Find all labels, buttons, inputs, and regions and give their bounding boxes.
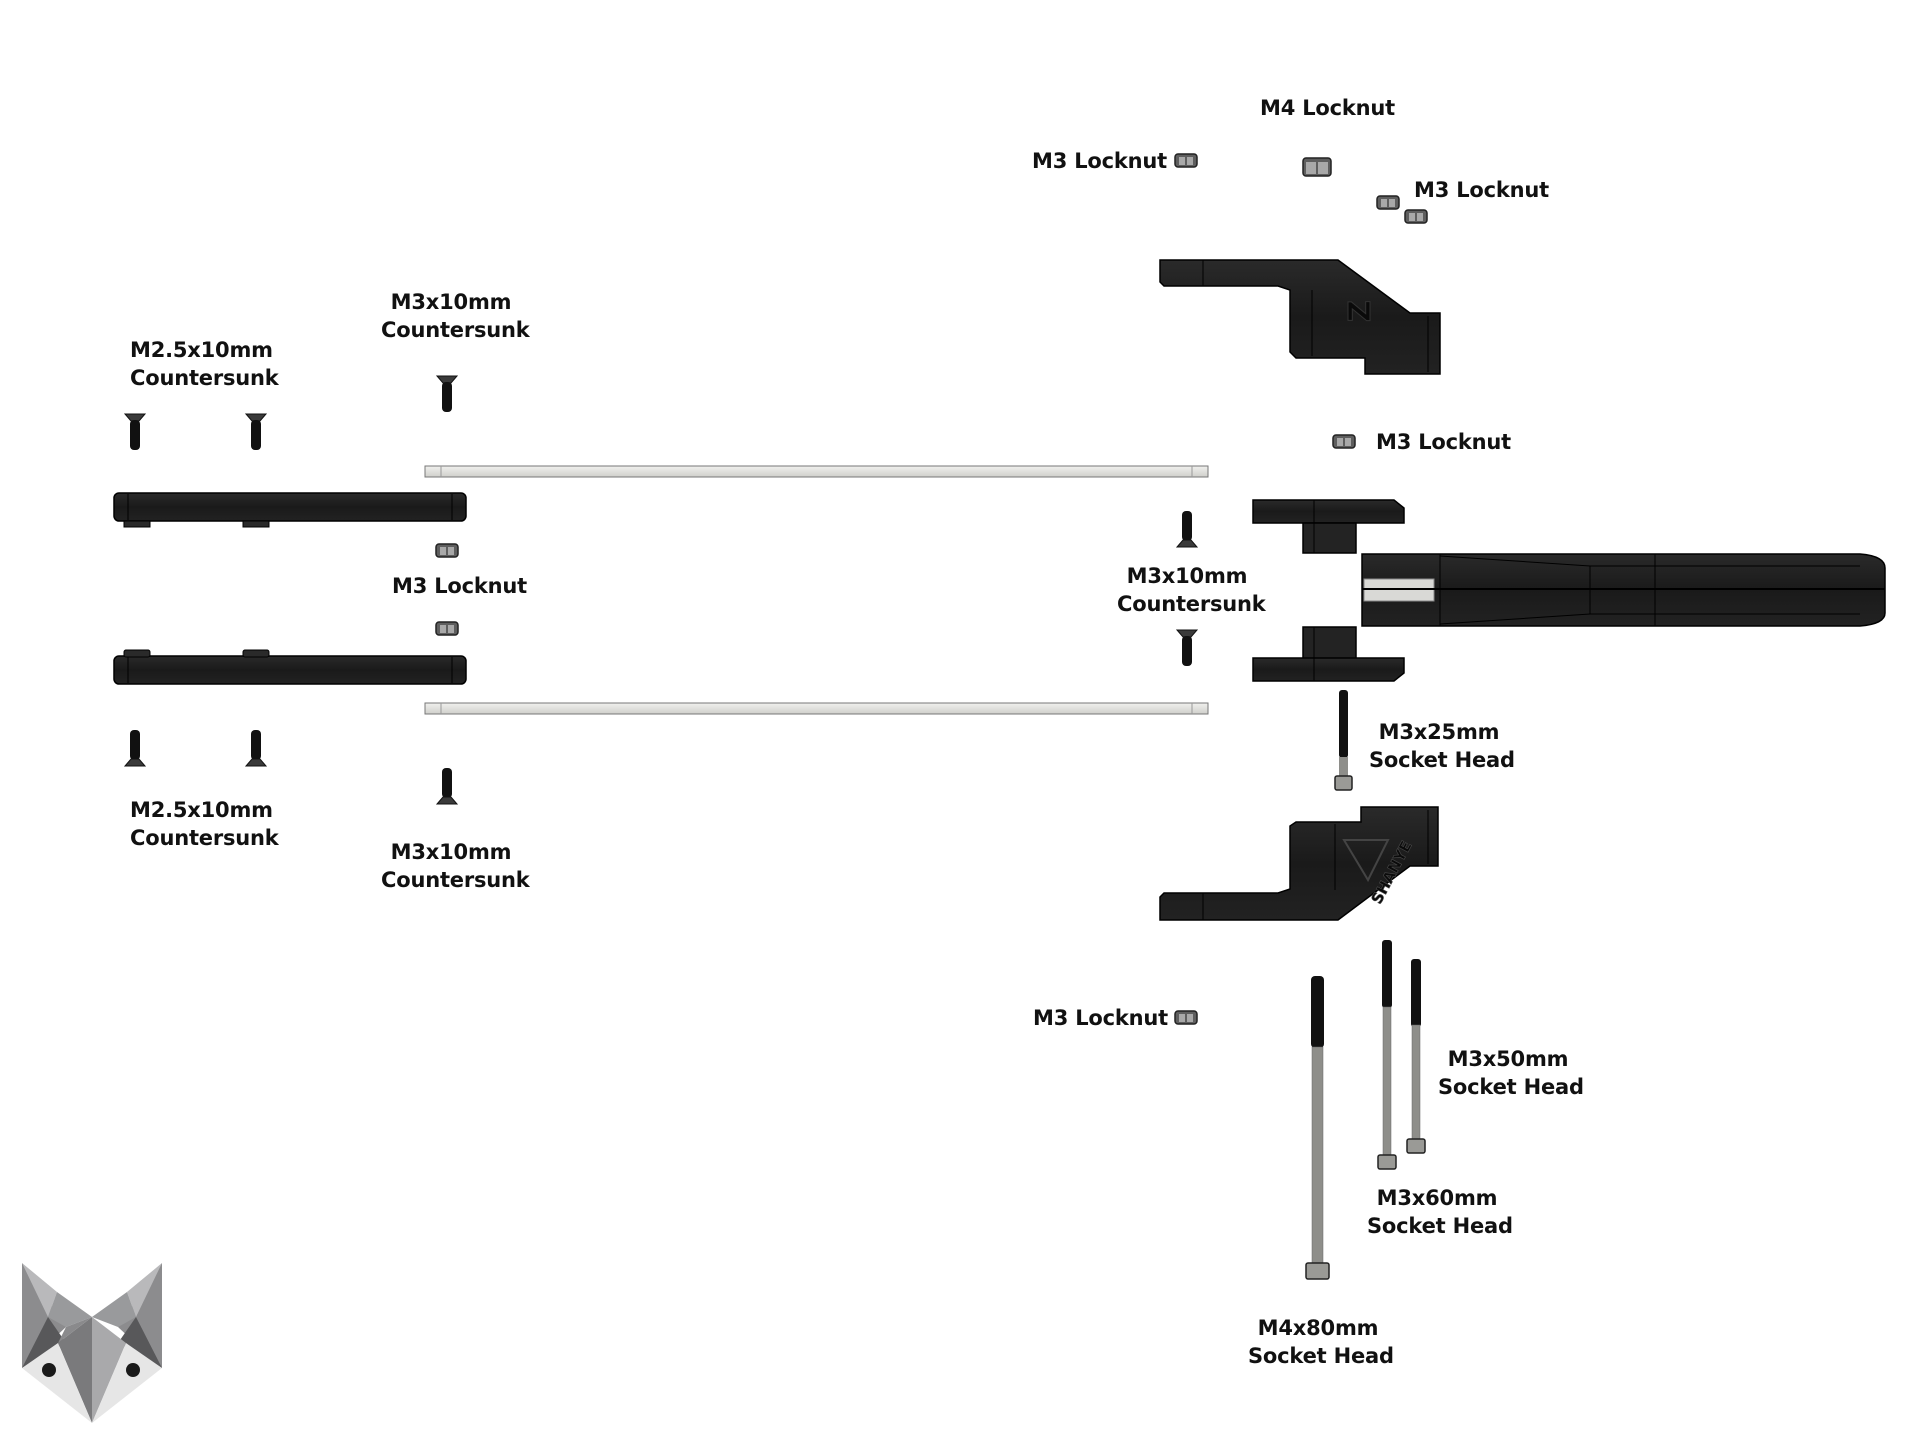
label-m3x60-line2: Socket Head — [1367, 1214, 1513, 1238]
upper-clip: Z — [1159, 259, 1441, 375]
label-m4x80-line2: Socket Head — [1248, 1344, 1394, 1368]
upper-clip-engraving: Z — [1343, 300, 1378, 322]
label-m3x60: M3x60mm Socket Head — [1367, 1184, 1513, 1240]
fox-eye-right — [126, 1363, 140, 1377]
label-m25-bottom-line1: M2.5x10mm — [130, 798, 273, 822]
m3x10-screw-bottom-left — [436, 767, 458, 805]
label-m3x10-bottom: M3x10mm Countersunk — [381, 838, 530, 894]
m3-locknut-top-left — [1174, 153, 1198, 168]
label-m4x80-line1: M4x80mm — [1257, 1316, 1379, 1340]
m3x10-screw-center-bottom — [1175, 629, 1199, 666]
m3-locknut-left-upper — [435, 543, 459, 558]
label-m25-top: M2.5x10mm Countersunk — [130, 336, 279, 392]
label-m3x10-top: M3x10mm Countersunk — [381, 288, 530, 344]
m3x25-socket-screw — [1334, 690, 1353, 791]
m25-screw-bottom-2 — [245, 729, 267, 767]
label-m3x10-center: M3x10mm Countersunk — [1117, 562, 1266, 618]
label-m3-locknut-mid-right: M3 Locknut — [1376, 430, 1511, 454]
label-m3x10-top-line2: Countersunk — [381, 318, 530, 342]
label-m3x25-line1: M3x25mm — [1378, 720, 1500, 744]
label-m3x25-line2: Socket Head — [1369, 748, 1515, 772]
m4x80-socket-screw — [1305, 976, 1330, 1280]
left-upper-plate — [113, 492, 467, 528]
upper-rod — [424, 465, 1209, 478]
label-m3x25: M3x25mm Socket Head — [1369, 718, 1515, 774]
label-m25-bottom-line2: Countersunk — [130, 826, 279, 850]
label-m3x50-line1: M3x50mm — [1447, 1047, 1569, 1071]
label-m3x50: M3x50mm Socket Head — [1438, 1045, 1584, 1101]
label-m3x50-line2: Socket Head — [1438, 1075, 1584, 1099]
m3-locknut-top-right-1 — [1376, 195, 1400, 210]
m3x50-socket-screw — [1406, 959, 1426, 1154]
m3x10-screw-center-top — [1175, 511, 1199, 548]
m25-screw-bottom-1 — [124, 729, 146, 767]
m3-locknut-mid-right — [1332, 434, 1356, 449]
label-m3-locknut-left: M3 Locknut — [392, 574, 527, 598]
m25-screw-top-2 — [245, 413, 267, 451]
m3x60-socket-screw — [1377, 940, 1397, 1170]
label-m3x10-bottom-line2: Countersunk — [381, 868, 530, 892]
m4-locknut — [1302, 157, 1332, 177]
label-m3-locknut-top-right: M3 Locknut — [1414, 178, 1549, 202]
label-m3-locknut-top-left: M3 Locknut — [1032, 149, 1167, 173]
lower-clamp-block — [1252, 626, 1405, 682]
fox-eye-left — [42, 1363, 56, 1377]
label-m4x80: M4x80mm Socket Head — [1248, 1314, 1394, 1370]
label-m25-bottom: M2.5x10mm Countersunk — [130, 796, 279, 852]
label-m25-top-line1: M2.5x10mm — [130, 338, 273, 362]
label-m3x10-center-line2: Countersunk — [1117, 592, 1266, 616]
label-m3-locknut-bottom: M3 Locknut — [1033, 1006, 1168, 1030]
label-m25-top-line2: Countersunk — [130, 366, 279, 390]
m25-screw-top-1 — [124, 413, 146, 451]
label-m3x10-bottom-line1: M3x10mm — [390, 840, 512, 864]
m3-locknut-left-lower — [435, 621, 459, 636]
lower-rod — [424, 702, 1209, 715]
label-m3x10-top-line1: M3x10mm — [390, 290, 512, 314]
fox-logo-icon — [22, 1263, 162, 1423]
m3-locknut-bottom — [1174, 1010, 1198, 1025]
upper-clamp-block — [1252, 499, 1405, 554]
lower-clip: SHANYE — [1159, 806, 1439, 921]
label-m4-locknut: M4 Locknut — [1260, 96, 1395, 120]
main-arm — [1361, 553, 1886, 627]
label-m3x10-center-line1: M3x10mm — [1126, 564, 1248, 588]
m3-locknut-top-right-2 — [1404, 209, 1428, 224]
left-lower-plate — [113, 649, 467, 685]
label-m3x60-line1: M3x60mm — [1376, 1186, 1498, 1210]
m3x10-screw-top-left — [436, 375, 458, 413]
